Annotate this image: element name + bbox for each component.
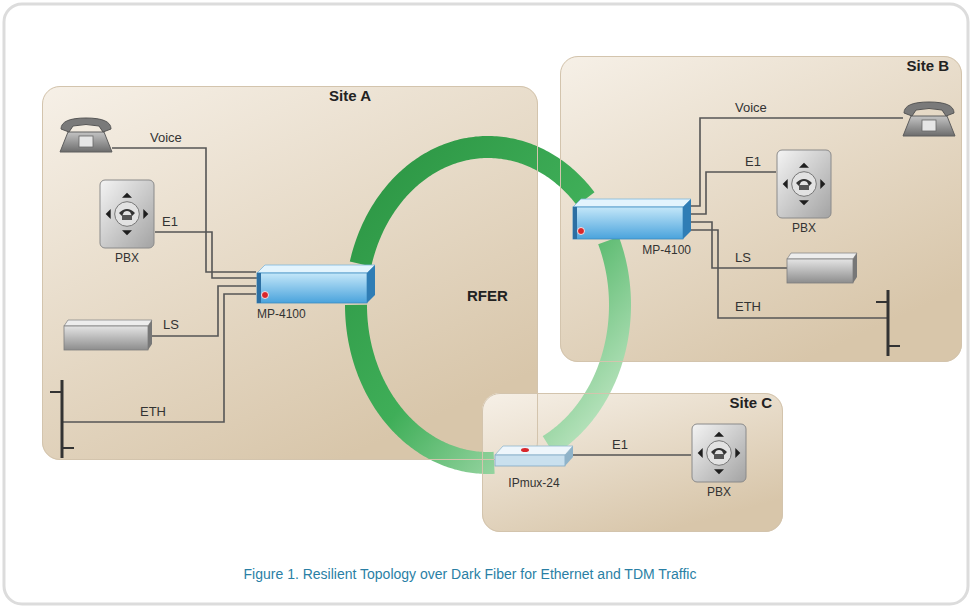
link-label: E1 <box>162 214 178 229</box>
ls-device <box>787 253 857 283</box>
pbx-icon <box>99 179 155 249</box>
multiplexer-node: MP-4100 <box>573 199 691 257</box>
link-label: E1 <box>612 437 628 452</box>
multiplexer-node: IPmux-24 <box>495 446 573 490</box>
signal-label: Voice <box>150 130 182 145</box>
ethernet-bus <box>50 380 74 458</box>
signal-label: ETH <box>735 299 761 314</box>
telephone-icon <box>903 102 955 136</box>
device-label: PBX <box>115 251 139 265</box>
multiplexer-icon <box>495 446 573 466</box>
eth-wire <box>690 230 888 318</box>
fiber-ring-segment <box>361 147 586 264</box>
device-label: IPmux-24 <box>508 476 559 490</box>
device-label: MP-4100 <box>257 307 306 321</box>
figure-caption: Figure 1. Resilient Topology over Dark F… <box>0 566 940 583</box>
site-heading: Site C <box>729 394 772 412</box>
ls-device <box>64 320 152 350</box>
site-heading: Site B <box>906 57 949 75</box>
e1-link <box>155 232 257 278</box>
ls-wire <box>690 222 787 268</box>
multiplexer-node: MP-4100 <box>257 265 375 321</box>
multiplexer-icon <box>257 265 375 303</box>
e1-link <box>573 454 691 456</box>
device-label: PBX <box>792 221 816 235</box>
signal-label: LS <box>163 317 179 332</box>
signal-label: LS <box>735 250 751 265</box>
ethernet-bus <box>876 290 900 356</box>
ring-label: RFER <box>467 287 508 305</box>
multiplexer-icon <box>573 199 691 239</box>
pbx-node: PBX <box>691 423 747 499</box>
wires <box>62 118 903 422</box>
voice-wire <box>112 148 256 272</box>
signal-label: Voice <box>735 100 767 115</box>
pbx-icon <box>776 149 832 219</box>
telephone-icon <box>60 118 112 152</box>
fiber-ring-segment <box>356 305 494 463</box>
e1-link <box>691 172 776 214</box>
device-label: PBX <box>707 485 731 499</box>
site-panel: Site A PBX MP-4100 <box>42 86 538 460</box>
pbx-icon <box>691 423 747 483</box>
pbx-node: PBX <box>776 149 832 235</box>
outer-frame <box>4 4 968 604</box>
site-panel: Site C IPmux-24PBX <box>482 393 783 532</box>
eth-wire <box>62 294 256 422</box>
device-label: MP-4100 <box>642 243 691 257</box>
link-label: E1 <box>745 154 761 169</box>
signal-label: ETH <box>140 404 166 419</box>
site-heading: Site A <box>329 87 371 105</box>
site-fill <box>482 393 783 532</box>
pbx-node: PBX <box>99 179 155 265</box>
